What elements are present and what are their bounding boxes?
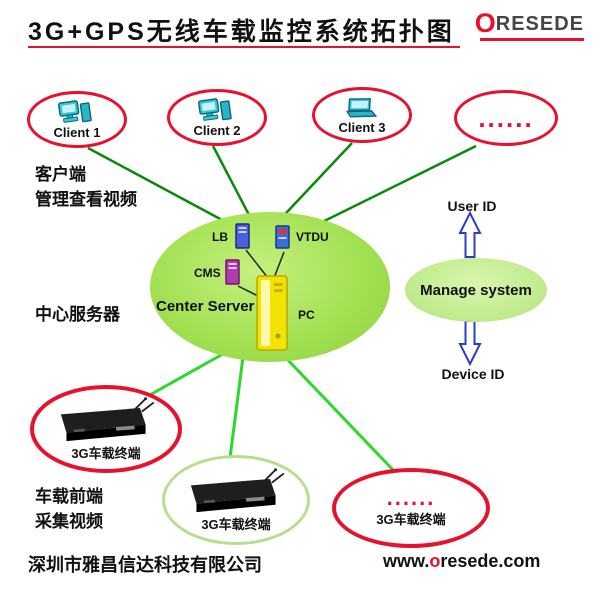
client2-label: Client 2: [193, 123, 241, 138]
label-center-server-cn: 中心服务器: [35, 305, 120, 324]
terminal-middle-label: 3G车载终端: [201, 517, 271, 532]
logo-text: RESEDE: [495, 13, 584, 35]
device-id-down-arrow-icon: [458, 320, 482, 367]
lb-label: LB: [212, 230, 228, 244]
manage-system-ellipse: Manage system: [405, 258, 547, 322]
link-server-terminal-right: [283, 355, 397, 474]
user-id-label: User ID: [447, 198, 497, 214]
terminal-right-dots: ......: [386, 485, 436, 510]
terminal-right-ellipse: ...... 3G车载终端: [332, 468, 490, 548]
logo-underline: [480, 38, 584, 41]
title-underline: [28, 46, 460, 48]
label-client-side-line2: 管理查看视频: [35, 190, 137, 209]
client3-label: Client 3: [338, 119, 386, 135]
website-rest: resede.com: [440, 551, 541, 571]
client1-computer-icon: [58, 100, 92, 123]
link-server-terminal-middle: [228, 356, 245, 459]
terminal-middle-ellipse: 3G车载终端: [162, 455, 310, 545]
client1-ellipse: Client 1: [27, 91, 127, 148]
terminal-left-dvr-icon: [60, 397, 155, 442]
pc-label: PC: [298, 308, 315, 322]
page-title: 3G+GPS无线车载监控系统拓扑图: [28, 18, 455, 46]
terminal-middle-dvr-icon: [190, 468, 285, 513]
terminal-right-label: 3G车载终端: [376, 512, 446, 527]
cms-label: CMS: [194, 266, 221, 280]
logo-o-letter: O: [474, 8, 496, 38]
label-client-side-line1: 客户端: [35, 165, 86, 184]
terminal-left-label: 3G车载终端: [71, 446, 141, 461]
link-server-terminal-left: [147, 348, 231, 398]
company-name: 深圳市雅昌信达科技有限公司: [28, 555, 262, 575]
vtdu-server-icon: [275, 225, 290, 249]
oresede-logo: ORESEDE: [475, 8, 584, 39]
label-vehicle-front-line2: 采集视频: [35, 512, 103, 531]
label-vehicle-front-line1: 车载前端: [35, 487, 103, 506]
user-id-up-arrow-icon: [458, 210, 482, 258]
manage-system-label: Manage system: [420, 281, 532, 299]
cms-server-icon: [225, 259, 240, 285]
client3-ellipse: Client 3: [312, 87, 412, 143]
link-lb-pc: [245, 249, 269, 279]
client3-laptop-icon: [345, 97, 378, 118]
device-id-label: Device ID: [441, 366, 505, 382]
vtdu-label: VTDU: [296, 230, 329, 244]
clients-more-dots: ......: [478, 103, 534, 133]
website-red-o: o: [429, 551, 441, 571]
client1-label: Client 1: [53, 125, 101, 140]
link-vtdu-pc: [273, 251, 285, 279]
terminal-left-ellipse: 3G车载终端: [30, 385, 182, 473]
website-prefix: www.: [383, 551, 430, 571]
website-url: www.oresede.com: [383, 551, 540, 572]
lb-server-icon: [235, 223, 250, 249]
center-server-label: Center Server: [156, 298, 255, 315]
clients-more-ellipse: ......: [454, 90, 558, 146]
pc-tower-icon: [256, 275, 288, 351]
client2-computer-icon: [198, 98, 232, 121]
center-server-ellipse: LB VTDU CMS Center Server PC: [150, 212, 390, 362]
link-clients-more-server: [299, 144, 477, 235]
client2-ellipse: Client 2: [167, 89, 267, 146]
